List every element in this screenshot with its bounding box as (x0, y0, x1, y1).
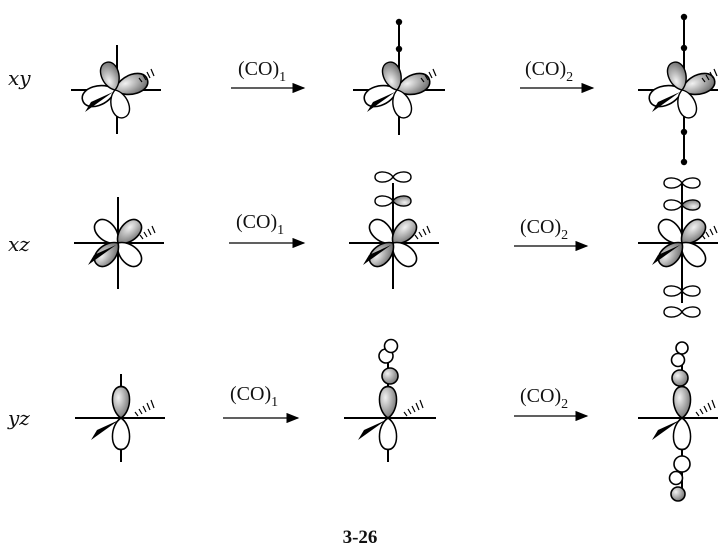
orbital-xy-co1 (353, 19, 445, 135)
row-label-xy: xy (8, 66, 31, 90)
arrow-xy-1-label: (CO) (238, 58, 279, 80)
arrow-xz-1-subscript: 1 (277, 223, 284, 238)
arrow-yz-2-label: (CO) (520, 385, 561, 407)
svg-text:(CO)1: (CO)1 (236, 211, 284, 238)
svg-text:(CO)2: (CO)2 (520, 216, 568, 243)
orbital-xz-co2 (638, 178, 718, 317)
arrow-xy-2: (CO)2 (520, 58, 593, 88)
arrow-xz-2: (CO)2 (514, 216, 587, 246)
arrow-yz-2-subscript: 2 (561, 397, 568, 412)
arrow-yz-1-subscript: 1 (271, 395, 278, 410)
svg-text:(CO)1: (CO)1 (238, 58, 286, 85)
svg-text:(CO)1: (CO)1 (230, 383, 278, 410)
arrow-xy-1: (CO)1 (231, 58, 304, 88)
arrow-xz-2-subscript: 2 (561, 228, 568, 243)
svg-text:(CO)2: (CO)2 (520, 385, 568, 412)
row-label-yz: yz (7, 406, 30, 430)
arrow-yz-1-label: (CO) (230, 383, 271, 405)
arrow-xz-2-label: (CO) (520, 216, 561, 238)
figure-caption: 3-26 (343, 527, 378, 548)
arrow-xy-1-subscript: 1 (279, 70, 286, 85)
orbital-xz-co1 (349, 172, 439, 289)
orbital-xz (74, 197, 164, 289)
orbital-xy (71, 45, 161, 134)
arrow-xz-1-label: (CO) (236, 211, 277, 233)
orbital-yz-co2 (638, 342, 718, 501)
orbital-xy-co2 (638, 14, 721, 165)
arrow-xy-2-subscript: 2 (566, 70, 573, 85)
arrow-xz-1: (CO)1 (229, 211, 304, 243)
arrow-xy-2-label: (CO) (525, 58, 566, 80)
row-label-xz: xz (8, 232, 30, 256)
arrow-yz-1: (CO)1 (223, 383, 298, 418)
orbital-yz-co1 (344, 340, 436, 463)
svg-text:(CO)2: (CO)2 (525, 58, 573, 85)
orbital-yz (75, 374, 165, 462)
arrow-yz-2: (CO)2 (514, 385, 587, 416)
